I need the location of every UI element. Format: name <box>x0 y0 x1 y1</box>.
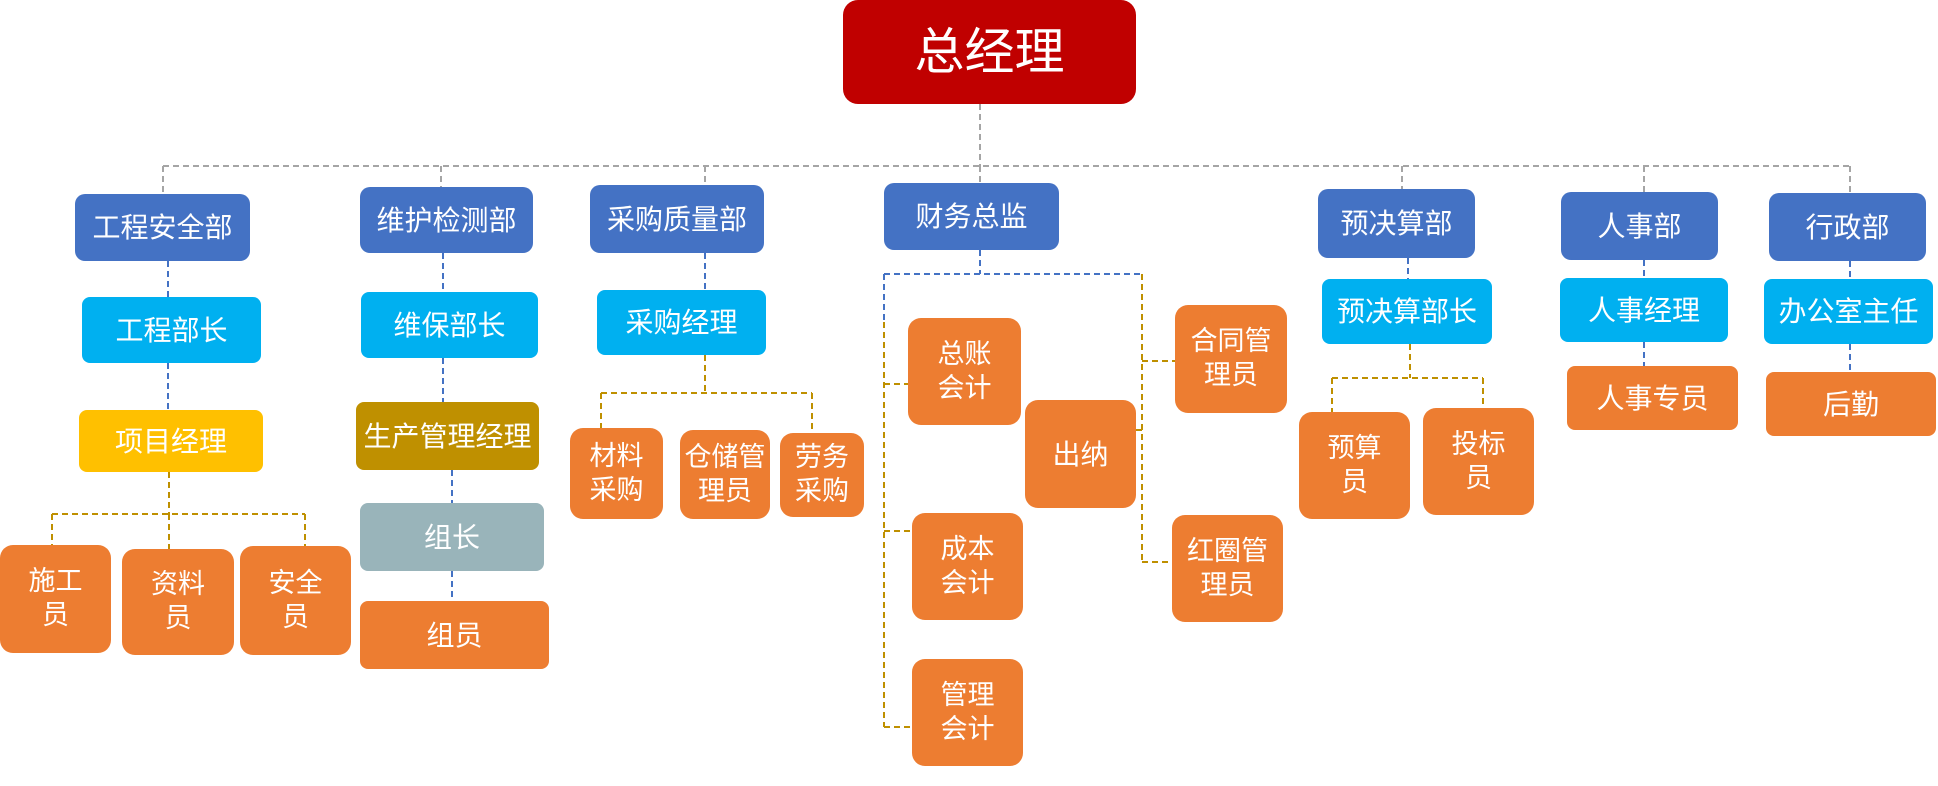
node-label: 采购经理 <box>625 306 738 339</box>
cashier-node: 出纳 <box>1025 400 1136 508</box>
team-member-node: 组员 <box>360 601 549 669</box>
contract-admin-node: 合同管理员 <box>1175 305 1287 413</box>
hongquan-admin-node: 红圈管理员 <box>1172 515 1283 622</box>
hr-dept-node: 人事部 <box>1561 192 1718 260</box>
general-ledger-accountant-node: 总账会计 <box>908 318 1021 425</box>
node-label: 施工员 <box>28 566 83 631</box>
node-label: 资料员 <box>150 569 205 634</box>
node-label: 投标员 <box>1451 428 1506 494</box>
bidding-staff-node: 投标员 <box>1423 408 1534 515</box>
node-label: 组员 <box>426 618 483 652</box>
connectors-blue <box>167 250 1851 601</box>
safety-staff-node: 安全员 <box>240 546 351 655</box>
node-label: 维保部长 <box>393 308 506 342</box>
construction-staff-node: 施工员 <box>0 545 111 653</box>
node-label: 总账会计 <box>937 338 992 404</box>
connectors-top-level <box>162 104 1851 194</box>
connectors-gold <box>51 274 1484 728</box>
procurement-quality-dept-node: 采购质量部 <box>590 185 764 253</box>
procurement-manager-node: 采购经理 <box>597 290 766 355</box>
node-label: 维护检测部 <box>376 203 517 237</box>
admin-dept-node: 行政部 <box>1769 193 1926 261</box>
node-label: 预决算部 <box>1340 207 1453 240</box>
logistics-node: 后勤 <box>1766 372 1936 436</box>
node-label: 出纳 <box>1052 437 1109 471</box>
budget-staff-node: 预算员 <box>1299 412 1410 519</box>
material-procurement-node: 材料采购 <box>570 428 663 519</box>
project-manager-node: 项目经理 <box>79 410 263 472</box>
node-label: 预决算部长 <box>1336 295 1477 328</box>
production-manager-node: 生产管理经理 <box>356 402 539 470</box>
node-label: 仓储管理员 <box>684 441 766 507</box>
documentation-staff-node: 资料员 <box>122 549 234 655</box>
node-label: 工程部长 <box>115 313 228 347</box>
maintenance-inspection-dept-node: 维护检测部 <box>360 187 533 253</box>
node-label: 安全员 <box>268 567 323 633</box>
node-label: 人事部 <box>1597 209 1682 243</box>
node-label: 预算员 <box>1327 432 1382 498</box>
general-manager-node: 总经理 <box>843 0 1136 104</box>
node-label: 工程安全部 <box>92 211 233 244</box>
engineering-head-node: 工程部长 <box>82 297 261 363</box>
node-label: 管理会计 <box>940 679 995 745</box>
engineering-safety-dept-node: 工程安全部 <box>75 194 250 261</box>
budget-head-node: 预决算部长 <box>1322 279 1492 344</box>
node-label: 材料采购 <box>589 440 644 506</box>
node-label: 项目经理 <box>114 424 227 458</box>
node-label: 红圈管理员 <box>1187 535 1268 601</box>
node-label: 劳务采购 <box>794 442 849 507</box>
maintenance-head-node: 维保部长 <box>361 292 538 358</box>
node-label: 后勤 <box>1822 387 1879 421</box>
finance-director-node: 财务总监 <box>884 183 1059 250</box>
node-label: 人事专员 <box>1596 381 1709 415</box>
node-label: 组长 <box>423 520 480 554</box>
labor-procurement-node: 劳务采购 <box>780 433 864 517</box>
team-leader-node: 组长 <box>360 503 544 571</box>
management-accountant-node: 管理会计 <box>912 659 1023 766</box>
warehouse-admin-node: 仓储管理员 <box>680 430 770 519</box>
node-label: 生产管理经理 <box>363 419 532 453</box>
node-label: 行政部 <box>1805 210 1890 244</box>
node-label: 财务总监 <box>915 200 1028 233</box>
node-label: 合同管理员 <box>1190 326 1272 391</box>
node-label: 采购质量部 <box>606 202 747 236</box>
budget-dept-node: 预决算部 <box>1318 189 1475 258</box>
node-label: 成本会计 <box>940 533 995 599</box>
node-label: 总经理 <box>914 22 1065 81</box>
cost-accountant-node: 成本会计 <box>912 513 1023 620</box>
hr-specialist-node: 人事专员 <box>1567 366 1738 430</box>
node-label: 人事经理 <box>1587 293 1700 327</box>
office-director-node: 办公室主任 <box>1764 279 1933 344</box>
node-label: 办公室主任 <box>1778 295 1919 328</box>
hr-manager-node: 人事经理 <box>1560 278 1728 342</box>
